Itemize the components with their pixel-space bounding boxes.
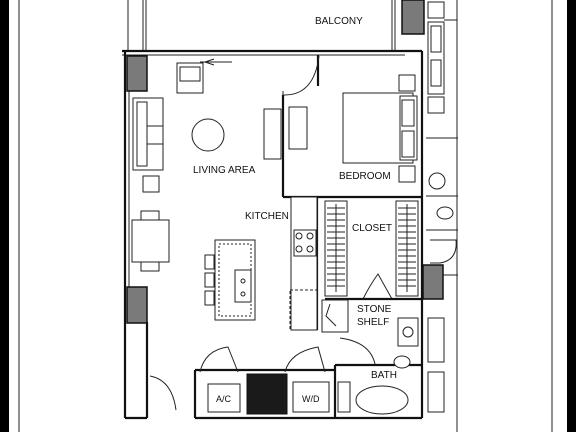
wd-label: W/D <box>302 394 320 404</box>
closet-right <box>395 200 419 297</box>
nightstand <box>398 74 416 92</box>
sofa-back <box>136 101 148 167</box>
closet-door-swing <box>362 273 393 300</box>
living-area-label: LIVING AREA <box>193 165 256 176</box>
shelf-label: SHELF <box>357 317 389 328</box>
ac-label: A/C <box>216 394 232 404</box>
dresser <box>288 106 308 150</box>
arrow-icon <box>203 58 215 66</box>
nightstand <box>398 165 416 183</box>
bar-stool <box>204 254 215 270</box>
bath-sink <box>397 317 419 347</box>
stone-label: STONE <box>357 304 392 315</box>
plan-sheet <box>9 0 567 432</box>
stone-shelf <box>321 299 349 333</box>
kitchen-island <box>204 239 256 321</box>
balcony <box>142 0 425 50</box>
exterior-walls <box>122 49 424 420</box>
closet-left <box>324 200 348 297</box>
bar-stool <box>204 272 215 288</box>
tv-console <box>263 108 282 160</box>
ac-unit <box>207 383 241 413</box>
pillow <box>401 99 415 127</box>
entry-door-swing <box>149 375 177 411</box>
water-heater <box>246 373 288 415</box>
pillow <box>401 130 415 158</box>
burner <box>295 245 303 253</box>
bar-stool <box>204 290 215 306</box>
structural-column <box>126 286 148 324</box>
dining-chair <box>140 261 160 272</box>
structural-column <box>126 55 148 92</box>
structural-column <box>422 264 444 300</box>
neighbor-unit <box>422 0 553 432</box>
balcony-label: BALCONY <box>315 16 363 27</box>
armchair-seat <box>179 66 201 82</box>
toilet <box>393 355 411 369</box>
kitchen-sink <box>234 269 252 303</box>
burner <box>306 245 314 253</box>
bath-label: BATH <box>371 370 397 381</box>
cooktop <box>293 229 317 257</box>
dining-chair <box>140 210 160 221</box>
utility-door-swing <box>199 346 239 373</box>
coffee-table <box>191 118 225 152</box>
bathtub <box>355 385 409 415</box>
washer-dryer <box>292 381 330 413</box>
kitchen-label: KITCHEN <box>245 211 289 222</box>
laundry-door-swing <box>284 346 326 373</box>
kitchen-counter <box>290 196 318 331</box>
burner <box>295 232 303 240</box>
bedroom-label: BEDROOM <box>339 171 391 182</box>
side-table <box>142 175 160 193</box>
bath-door-swing <box>339 337 376 365</box>
vanity <box>337 381 351 413</box>
dining-table <box>131 219 170 263</box>
burner <box>306 232 314 240</box>
refrigerator <box>289 289 318 331</box>
structural-column <box>401 0 425 35</box>
closet-label: CLOSET <box>352 223 392 234</box>
